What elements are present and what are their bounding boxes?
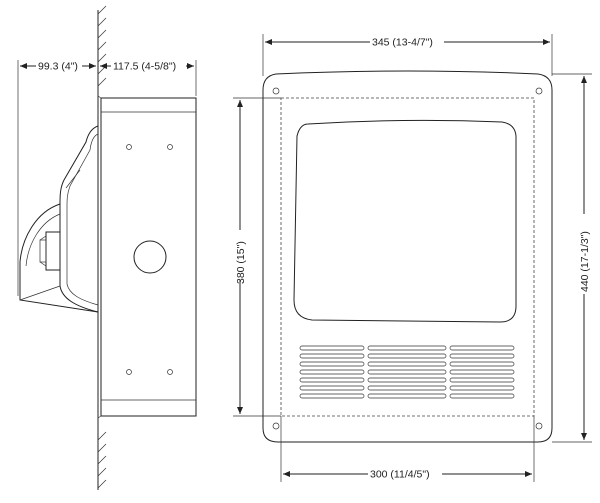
outlet-curve [19,203,99,313]
cover-profile [59,125,99,313]
dim-label-front-inner-height: 380 (15") [235,241,247,284]
vent-grille [299,345,515,399]
mount-hole [167,369,173,375]
outer-plate [262,70,553,443]
dim-label-front-width: 345 (13-4/7") [372,37,433,49]
front-view: 345 (13-4/7") 380 (15") 440 (17-1/3") 30… [233,34,592,482]
sensor-window [293,119,517,323]
mount-hole [126,369,132,375]
corner-screw [535,87,543,95]
dim-label-front-height: 440 (17-1/3") [579,231,591,292]
dim-label-side-right: 117.5 (4-5/8") [113,61,176,73]
recessed-box [100,97,197,417]
mount-hole [167,144,173,150]
mount-hole [126,144,132,150]
knockout-hole [133,240,167,274]
side-view: 99.3 (4") 117.5 (4-5/8") [17,5,197,490]
wall-hatching [97,5,107,489]
dim-label-front-inner-width: 300 (11/4/5") [370,469,430,481]
corner-screw [535,422,543,430]
nozzle [45,231,61,271]
corner-screw [272,422,280,430]
dim-label-side-left: 99.3 (4") [38,61,78,73]
corner-screw [272,87,280,95]
recess-outline [280,97,535,417]
